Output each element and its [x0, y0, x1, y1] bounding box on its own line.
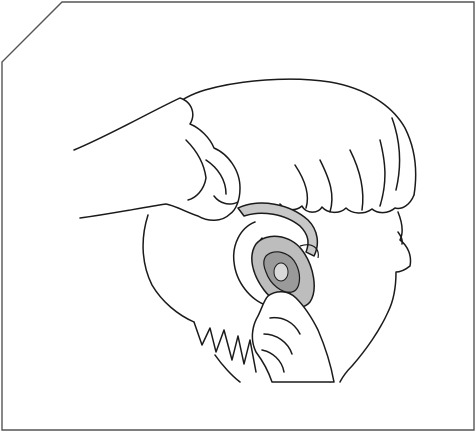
earpiece-fitting-illustration — [0, 0, 476, 432]
frame-border — [2, 2, 474, 430]
illustration-frame — [0, 0, 476, 432]
